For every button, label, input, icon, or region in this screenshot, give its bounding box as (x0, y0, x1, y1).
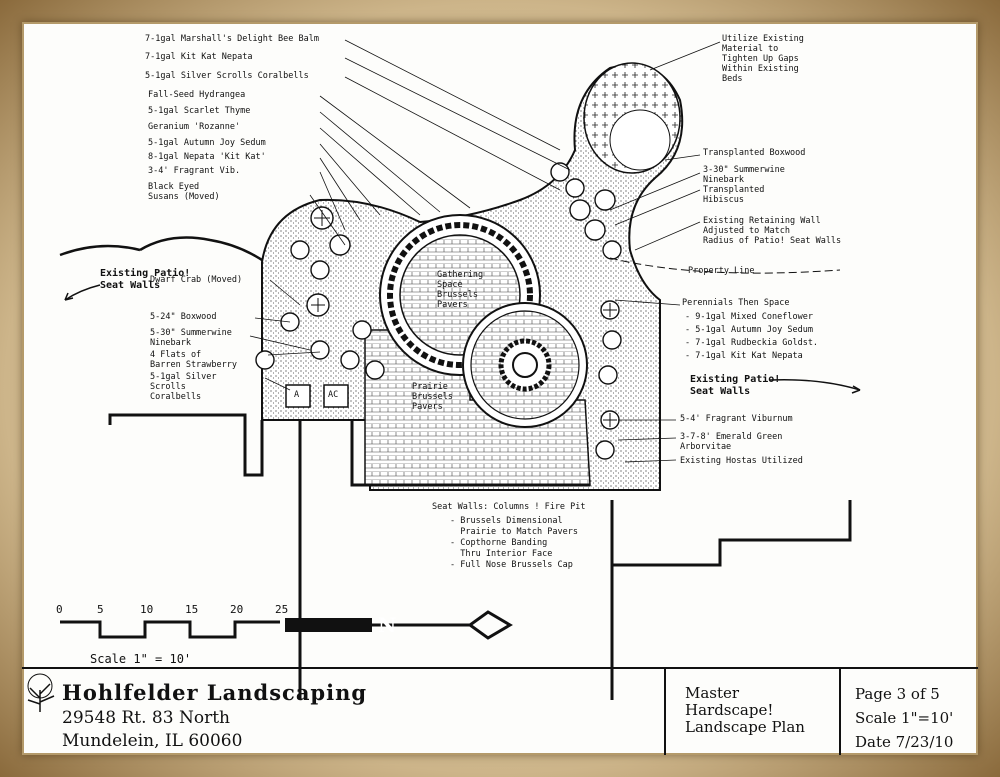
note-kit-kat-nepata: 7-1gal Kit Kat Nepata (145, 52, 253, 62)
scale-tick-label: 5 (97, 603, 104, 616)
page-number: Page 3 of 5 (855, 685, 940, 703)
note-coneflower: - 9-1gal Mixed Coneflower (685, 312, 813, 322)
note-autumn-joy-sedum: 5-1gal Autumn Joy Sedum (148, 138, 266, 148)
scale-tick-label: 10 (140, 603, 154, 616)
note-bee-balm: 7-1gal Marshall's Delight Bee Balm (145, 34, 319, 44)
company-address-line1: 29548 Rt. 83 North (62, 708, 230, 728)
note-transplanted-boxwood: Transplanted Boxwood (703, 148, 806, 158)
note-arborvitae: 3-7-8' Emerald Green Arborvitae (680, 432, 783, 452)
plan-scale: Scale 1"=10' (855, 709, 954, 727)
seat-wall-spec-item: Thru Interior Face (450, 549, 553, 559)
seat-wall-spec-title: Seat Walls: Columns ! Fire Pit (432, 502, 586, 512)
note-hydrangea: Fall-Seed Hydrangea (148, 90, 246, 100)
north-arrow-label: N (378, 613, 397, 637)
note-boxwood: 5-24" Boxwood (150, 312, 217, 322)
note-scarlet-thyme: 5-1gal Scarlet Thyme (148, 106, 251, 116)
note-dwarf-crab: Dwarf Crab (Moved) (150, 275, 243, 285)
label-gathering-space: Gathering Space Brussels Pavers (437, 270, 484, 310)
note-property-line: Property Line (688, 266, 755, 276)
existing-patio-left (59, 236, 266, 264)
note-nepata-kit-kat: 8-1gal Nepata 'Kit Kat' (148, 152, 266, 162)
label-ac-a: A (294, 390, 300, 400)
seat-wall-spec-item: - Brussels Dimensional (450, 516, 563, 526)
scale-label: Scale 1" = 10' (90, 652, 192, 666)
property-line (609, 257, 841, 274)
label-existing-patio-right: Existing Patio! Seat Walls (690, 374, 781, 397)
label-existing-patio-left: Existing Patio! Seat Walls (100, 268, 191, 291)
company-tree-logo (27, 673, 55, 712)
graphic-scale-bar (60, 620, 280, 639)
company-name: Hohlfelder Landscaping (62, 680, 368, 705)
title-block-lines (22, 667, 978, 755)
note-perennials: Perennials Then Space (682, 298, 790, 308)
note-transplanted-hibiscus: Transplanted Hibiscus (703, 185, 765, 205)
ac-unit-a (285, 384, 311, 408)
note-existing-hostas: Existing Hostas Utilized (680, 456, 803, 466)
note-fragrant-viburnum: 5-4' Fragrant Viburnum (680, 414, 793, 424)
label-ac-b: AC (328, 390, 339, 400)
company-address-line2: Mundelein, IL 60060 (62, 731, 243, 751)
seat-wall-spec-item: Prairie to Match Pavers (450, 527, 578, 537)
note-summerwine-ninebark-right: 3-30" Summerwine Ninebark (703, 165, 785, 185)
note-barren-strawberry: 4 Flats of Barren Strawberry (150, 350, 237, 370)
note-rudbeckia: - 7-1gal Rudbeckia Goldst. (685, 338, 819, 348)
ac-unit-b (323, 384, 349, 408)
note-retaining-wall: Existing Retaining Wall Adjusted to Matc… (703, 216, 842, 246)
scale-tick-label: 20 (230, 603, 244, 616)
note-utilize-existing: Utilize Existing Material to Tighten Up … (722, 34, 804, 84)
note-silver-scrolls-coralbells: 5-1gal Silver Scrolls Coralbells (145, 71, 309, 81)
leader-lines-right (609, 41, 721, 463)
plan-title: Master Hardscape! Landscape Plan (685, 684, 805, 736)
leader-lines-left (309, 39, 571, 246)
note-autumn-joy-right: - 5-1gal Autumn Joy Sedum (685, 325, 813, 335)
seat-wall-spec-item: - Copthorne Banding (450, 538, 548, 548)
fire-pit-patio (462, 302, 588, 428)
north-arrow (285, 610, 513, 640)
note-black-eyed-susans: Black Eyed Susans (Moved) (148, 182, 220, 202)
note-fragrant-vib: 3-4' Fragrant Vib. (148, 166, 241, 176)
note-silver-scrolls-lower: 5-1gal Silver Scrolls Coralbells (150, 372, 217, 402)
note-summerwine-ninebark-left: 5-30" Summerwine Ninebark (150, 328, 232, 348)
label-prairie-pavers: Prairie Brussels Pavers (412, 382, 453, 412)
note-kit-kat-right: - 7-1gal Kit Kat Nepata (685, 351, 803, 361)
scale-tick-label: 25 (275, 603, 289, 616)
house-foundation (108, 413, 852, 700)
plan-date: Date 7/23/10 (855, 733, 954, 751)
note-geranium: Geranium 'Rozanne' (148, 122, 241, 132)
seat-wall-spec-item: - Full Nose Brussels Cap (450, 560, 573, 570)
scale-tick-label: 0 (56, 603, 63, 616)
scale-tick-label: 15 (185, 603, 199, 616)
